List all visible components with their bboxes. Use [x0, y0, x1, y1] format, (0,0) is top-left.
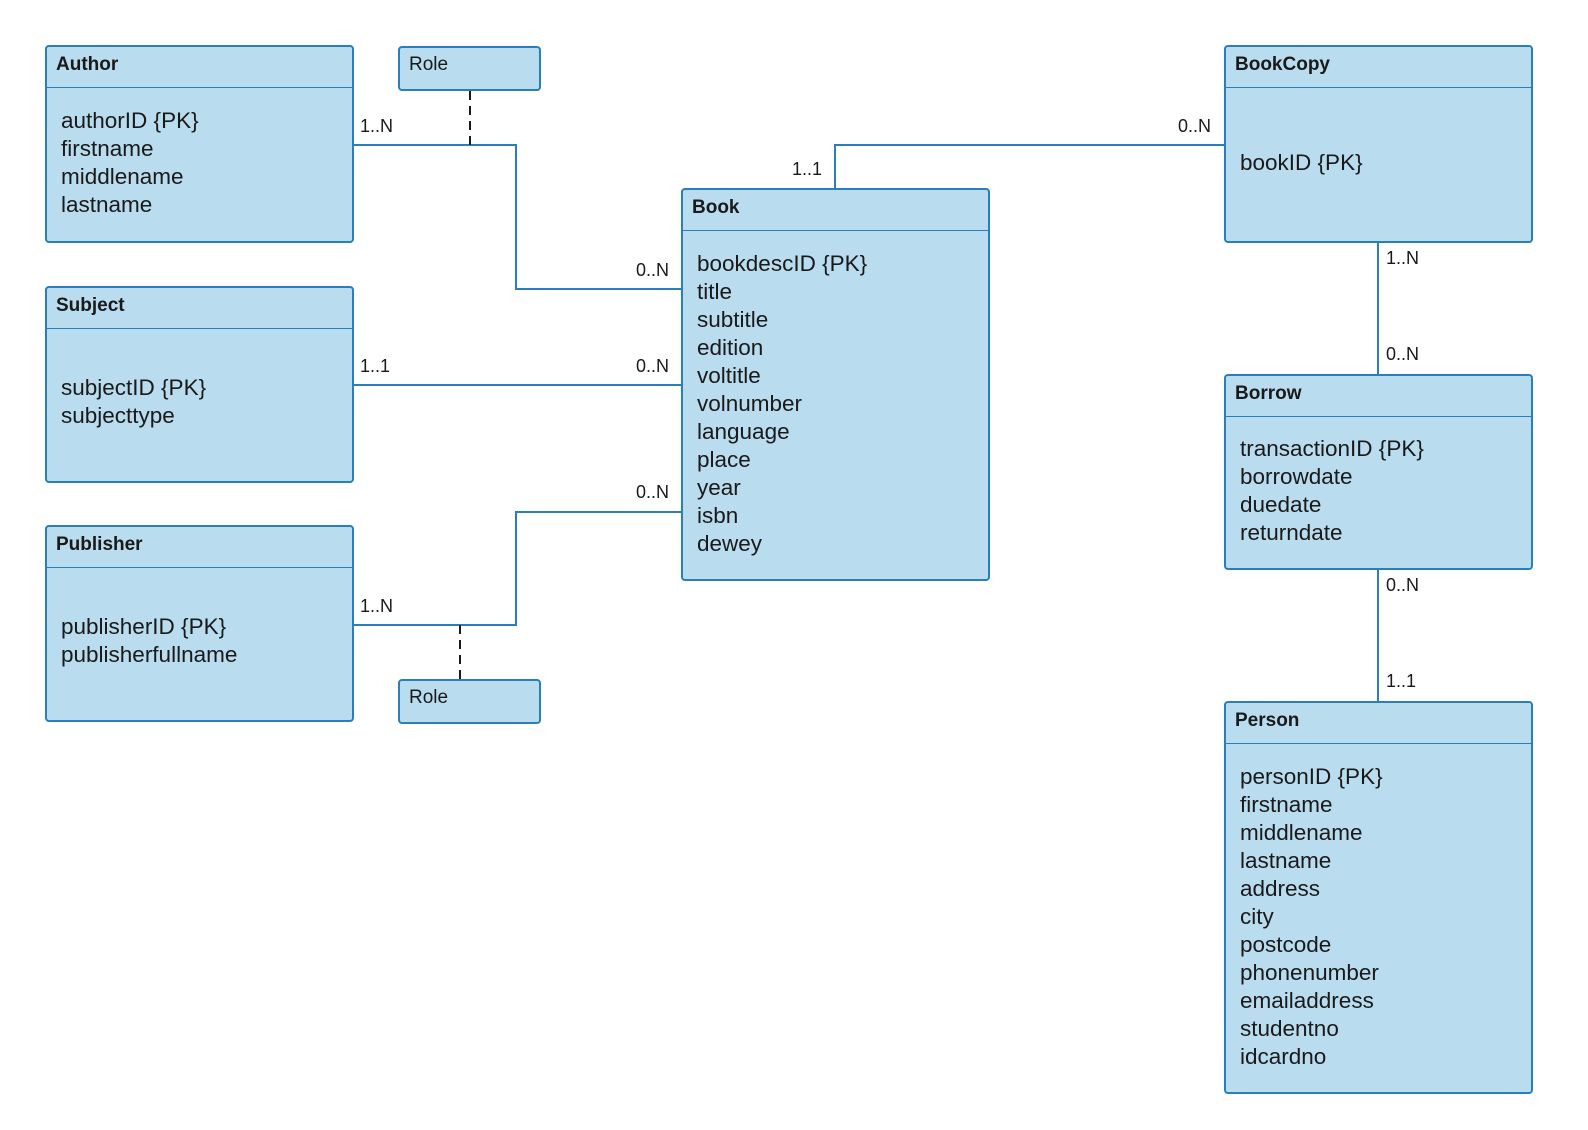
attribute: authorID {PK}	[61, 108, 199, 133]
attribute: dewey	[697, 531, 763, 556]
attribute: lastname	[1240, 848, 1332, 873]
entity-book[interactable]: Book bookdescID {PK} title subtitle edit…	[681, 188, 990, 581]
entity-borrow[interactable]: Borrow transactionID {PK} borrowdate due…	[1224, 374, 1533, 570]
attribute: edition	[697, 335, 764, 360]
attribute: address	[1240, 876, 1321, 901]
attribute: idcardno	[1240, 1044, 1327, 1069]
entity-bookcopy-attributes: bookID {PK}	[1226, 88, 1531, 177]
attribute: isbn	[697, 503, 739, 528]
multiplicity-book-side-author: 0..N	[636, 260, 670, 280]
attribute: city	[1240, 904, 1274, 929]
entity-publisher[interactable]: Publisher publisherID {PK} publisherfull…	[45, 525, 354, 722]
attribute: transactionID {PK}	[1240, 436, 1424, 461]
multiplicity-author-side: 1..N	[360, 116, 394, 136]
entity-book-title: Book	[683, 190, 988, 231]
entity-book-attributes: bookdescID {PK} title subtitle edition v…	[683, 231, 988, 558]
attribute: subjectID {PK}	[61, 375, 207, 400]
attribute: middlename	[61, 164, 184, 189]
entity-publisher-attributes: publisherID {PK} publisherfullname	[47, 568, 352, 669]
attribute: publisherfullname	[61, 642, 238, 667]
attribute: lastname	[61, 192, 153, 217]
attribute: personID {PK}	[1240, 764, 1383, 789]
attribute: year	[697, 475, 741, 500]
relationship-line-publisher-book	[353, 511, 681, 626]
attribute: studentno	[1240, 1016, 1339, 1041]
attribute: publisherID {PK}	[61, 614, 227, 639]
entity-author-attributes: authorID {PK} firstname middlename lastn…	[47, 88, 352, 219]
multiplicity-book-side-bookcopy: 1..1	[792, 159, 823, 179]
multiplicity-borrow-side-bookcopy: 0..N	[1386, 344, 1420, 364]
entity-bookcopy[interactable]: BookCopy bookID {PK}	[1224, 45, 1533, 243]
entity-person[interactable]: Person personID {PK} firstname middlenam…	[1224, 701, 1533, 1094]
attribute: subtitle	[697, 307, 769, 332]
entity-author[interactable]: Author authorID {PK} firstname middlenam…	[45, 45, 354, 243]
entity-borrow-attributes: transactionID {PK} borrowdate duedate re…	[1226, 417, 1531, 547]
attribute: firstname	[61, 136, 154, 161]
association-class-author-role[interactable]: Role	[398, 46, 541, 91]
attribute: middlename	[1240, 820, 1363, 845]
multiplicity-bookcopy-side-book: 0..N	[1178, 116, 1212, 136]
attribute: phonenumber	[1240, 960, 1379, 985]
entity-subject-title: Subject	[47, 288, 352, 329]
attribute: volnumber	[697, 391, 803, 416]
entity-borrow-title: Borrow	[1226, 376, 1531, 417]
multiplicity-publisher-side: 1..N	[360, 596, 394, 616]
attribute: bookdescID {PK}	[697, 251, 868, 276]
relationship-line-book-bookcopy	[834, 144, 1224, 188]
attribute: voltitle	[697, 363, 761, 388]
entity-person-attributes: personID {PK} firstname middlename lastn…	[1226, 744, 1531, 1071]
attribute: bookID {PK}	[1240, 150, 1363, 175]
attribute: language	[697, 419, 790, 444]
attribute: firstname	[1240, 792, 1333, 817]
multiplicity-borrow-side-person: 0..N	[1386, 575, 1420, 595]
entity-bookcopy-title: BookCopy	[1226, 47, 1531, 88]
entity-person-title: Person	[1226, 703, 1531, 744]
attribute: returndate	[1240, 520, 1343, 545]
entity-author-title: Author	[47, 47, 352, 88]
multiplicity-book-side-publisher: 0..N	[636, 482, 670, 502]
multiplicity-subject-side: 1..1	[360, 356, 391, 376]
attribute: title	[697, 279, 733, 304]
entity-publisher-title: Publisher	[47, 527, 352, 568]
association-class-publisher-role[interactable]: Role	[398, 679, 541, 724]
multiplicity-person-side-borrow: 1..1	[1386, 671, 1417, 691]
entity-subject-attributes: subjectID {PK} subjecttype	[47, 329, 352, 430]
attribute: borrowdate	[1240, 464, 1353, 489]
attribute: duedate	[1240, 492, 1322, 517]
multiplicity-bookcopy-side-borrow: 1..N	[1386, 248, 1420, 268]
attribute: postcode	[1240, 932, 1332, 957]
multiplicity-book-side-subject: 0..N	[636, 356, 670, 376]
entity-subject[interactable]: Subject subjectID {PK} subjecttype	[45, 286, 354, 483]
relationship-line-author-book	[353, 144, 681, 290]
attribute: subjecttype	[61, 403, 175, 428]
attribute: emailaddress	[1240, 988, 1374, 1013]
attribute: place	[697, 447, 751, 472]
